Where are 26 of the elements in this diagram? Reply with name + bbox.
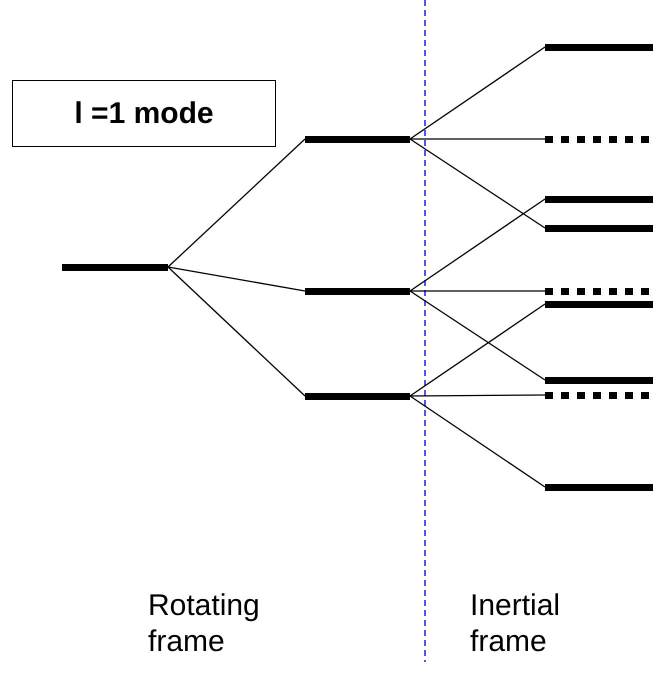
splitting-line (410, 394, 545, 397)
frame-label: Inertial frame (470, 588, 562, 660)
splitting-line (168, 266, 306, 396)
frame-label: Rotating frame (148, 588, 261, 660)
splitting-line (410, 290, 545, 292)
splitting-line (410, 395, 546, 488)
energy-level (305, 392, 410, 400)
energy-level (545, 376, 653, 384)
splitting-line (410, 138, 545, 140)
energy-level (62, 264, 168, 270)
energy-level (545, 44, 653, 50)
energy-level (545, 224, 653, 232)
energy-level (305, 288, 410, 294)
splitting-line (410, 198, 546, 292)
energy-level (545, 484, 653, 490)
splitting-line (410, 138, 546, 229)
splitting-line (410, 290, 546, 381)
energy-level (305, 136, 410, 142)
label-box (12, 80, 276, 147)
splitting-line (168, 138, 306, 268)
splitting-line (410, 303, 546, 397)
energy-level (545, 300, 653, 308)
splitting-line (168, 266, 306, 292)
energy-level (545, 196, 653, 202)
mode-label: l =1 mode (74, 96, 214, 130)
splitting-line (410, 46, 546, 140)
